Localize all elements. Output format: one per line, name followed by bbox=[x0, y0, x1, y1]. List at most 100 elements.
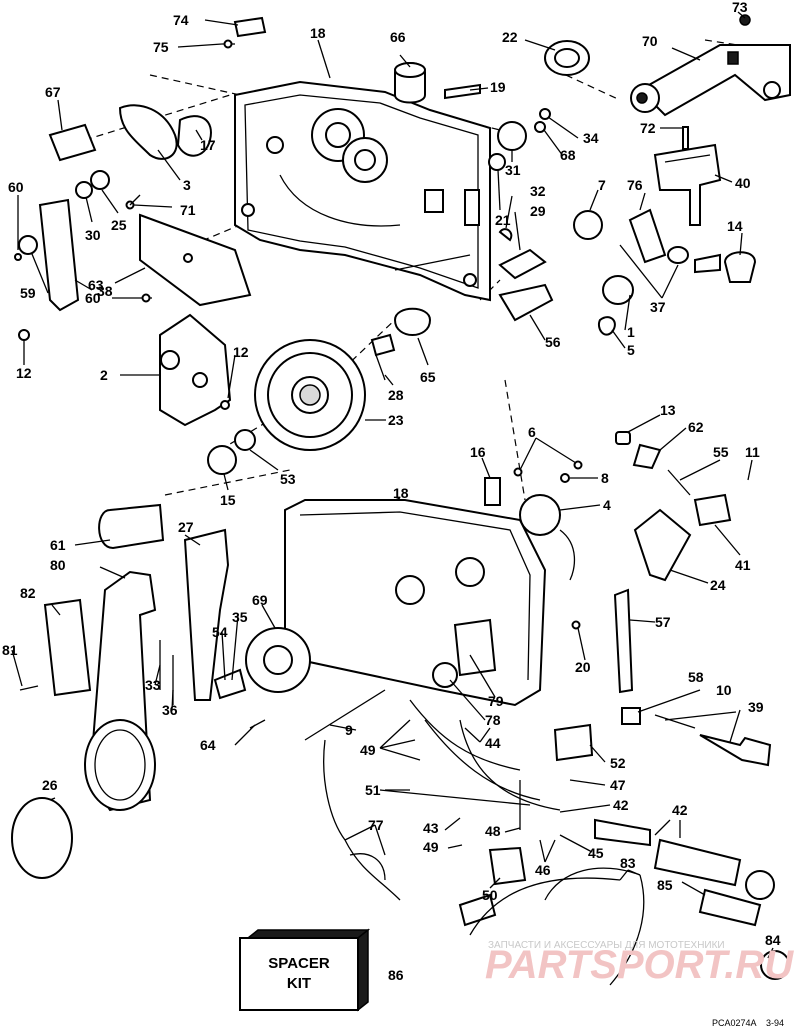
callout-60: 60 bbox=[8, 179, 24, 195]
callout-66: 66 bbox=[390, 29, 406, 45]
callout-21: 21 bbox=[495, 212, 511, 228]
callout-26: 26 bbox=[42, 777, 58, 793]
callout-55: 55 bbox=[713, 444, 729, 460]
callout-85: 85 bbox=[657, 877, 673, 893]
callout-59: 59 bbox=[20, 285, 36, 301]
watermark: ЗАПЧАСТИ И АКСЕССУАРЫ ДЛЯ МОТОТЕХНИКИ PA… bbox=[485, 940, 794, 987]
switch-4 bbox=[519, 494, 561, 536]
disk-31 bbox=[497, 121, 527, 151]
mid-section-parts bbox=[159, 307, 732, 582]
lower-control-housing bbox=[284, 499, 547, 707]
callout-45: 45 bbox=[588, 845, 604, 861]
callout-60b: 60 bbox=[85, 290, 101, 306]
switch-7 bbox=[573, 210, 603, 240]
screw-81 bbox=[19, 685, 39, 691]
switch-41 bbox=[693, 493, 732, 527]
callout-61: 61 bbox=[50, 537, 66, 553]
callout-18: 18 bbox=[310, 25, 326, 41]
plate-63 bbox=[139, 213, 252, 307]
upper-control-housing bbox=[234, 80, 491, 302]
callout-11: 11 bbox=[745, 444, 760, 460]
callout-28: 28 bbox=[388, 387, 404, 403]
grip-61 bbox=[98, 503, 165, 550]
callout-25: 25 bbox=[111, 217, 127, 233]
screw-28 bbox=[370, 333, 396, 357]
callout-71: 71 bbox=[180, 202, 196, 218]
connector-50 bbox=[488, 846, 527, 886]
cover-82 bbox=[43, 598, 92, 697]
callout-35: 35 bbox=[232, 609, 248, 625]
callout-24: 24 bbox=[710, 577, 726, 593]
callout-19: 19 bbox=[490, 79, 506, 95]
callout-36: 36 bbox=[162, 702, 178, 718]
sleeve-85 bbox=[698, 888, 762, 927]
callout-52: 52 bbox=[610, 755, 626, 771]
link-3 bbox=[118, 104, 178, 160]
bushing-30 bbox=[75, 181, 93, 199]
spring-clip-57 bbox=[613, 588, 634, 694]
callout-12b: 12 bbox=[233, 344, 249, 360]
clip-74 bbox=[233, 16, 267, 38]
callout-70: 70 bbox=[642, 33, 658, 49]
callout-4: 4 bbox=[603, 497, 611, 513]
callout-12a: 12 bbox=[16, 365, 32, 381]
ring-37 bbox=[667, 246, 689, 264]
right-lower-parts bbox=[304, 588, 772, 767]
callout-46: 46 bbox=[535, 862, 551, 878]
arm-27 bbox=[183, 528, 230, 701]
callout-27: 27 bbox=[178, 519, 194, 535]
mounting-bracket bbox=[653, 126, 722, 226]
cap-14 bbox=[723, 251, 757, 283]
cable-42 bbox=[594, 818, 651, 847]
callout-82: 82 bbox=[20, 585, 36, 601]
pin-12 bbox=[18, 329, 30, 341]
drawing-code: PCA0274A 3-94 bbox=[712, 1018, 784, 1028]
watermark-top-text: ЗАПЧАСТИ И АКСЕССУАРЫ ДЛЯ МОТОТЕХНИКИ bbox=[488, 940, 725, 951]
callout-labels: 74 75 18 66 22 73 70 67 19 34 72 17 3 31… bbox=[2, 0, 781, 948]
drawing-id: PCA0274A bbox=[712, 1018, 757, 1028]
lanyard-77 bbox=[349, 853, 386, 881]
lever-38 bbox=[38, 198, 80, 312]
callout-14: 14 bbox=[727, 218, 743, 234]
callout-64: 64 bbox=[200, 737, 216, 753]
washer-68 bbox=[534, 121, 546, 133]
ring-65 bbox=[393, 307, 432, 336]
callout-44: 44 bbox=[485, 735, 501, 751]
callout-81: 81 bbox=[2, 642, 18, 658]
washer-59 bbox=[18, 235, 38, 255]
callout-1: 1 bbox=[627, 324, 635, 340]
callout-39: 39 bbox=[748, 699, 764, 715]
callout-22: 22 bbox=[502, 29, 518, 45]
block-54 bbox=[213, 668, 247, 700]
callout-84: 84 bbox=[765, 932, 781, 948]
callout-29: 29 bbox=[530, 203, 546, 219]
cap-26 bbox=[11, 797, 73, 879]
callout-37: 37 bbox=[650, 299, 666, 315]
bushing-58 bbox=[621, 707, 641, 725]
callout-42b: 42 bbox=[672, 802, 688, 818]
callout-73: 73 bbox=[732, 0, 748, 15]
spacer-kit-line2: KIT bbox=[287, 975, 311, 992]
callout-23: 23 bbox=[388, 412, 404, 428]
callout-65: 65 bbox=[420, 369, 436, 385]
callout-68: 68 bbox=[560, 147, 576, 163]
callout-6: 6 bbox=[528, 424, 536, 440]
grommet-15 bbox=[207, 445, 237, 475]
callout-51: 51 bbox=[365, 782, 381, 798]
detent-56 bbox=[498, 283, 554, 322]
callout-69: 69 bbox=[252, 592, 268, 608]
callout-13: 13 bbox=[660, 402, 676, 418]
callout-57: 57 bbox=[655, 614, 671, 630]
callout-54: 54 bbox=[212, 624, 228, 640]
callout-47: 47 bbox=[610, 777, 626, 793]
callout-53: 53 bbox=[280, 471, 296, 487]
callout-2: 2 bbox=[100, 367, 108, 383]
relay-52 bbox=[553, 723, 594, 762]
callout-20: 20 bbox=[575, 659, 591, 675]
callout-41: 41 bbox=[735, 557, 751, 573]
callout-30: 30 bbox=[85, 227, 101, 243]
callout-58: 58 bbox=[688, 669, 704, 685]
switch-39 bbox=[699, 734, 772, 767]
spacer-kit-box: SPACER KIT 86 bbox=[239, 928, 404, 1012]
